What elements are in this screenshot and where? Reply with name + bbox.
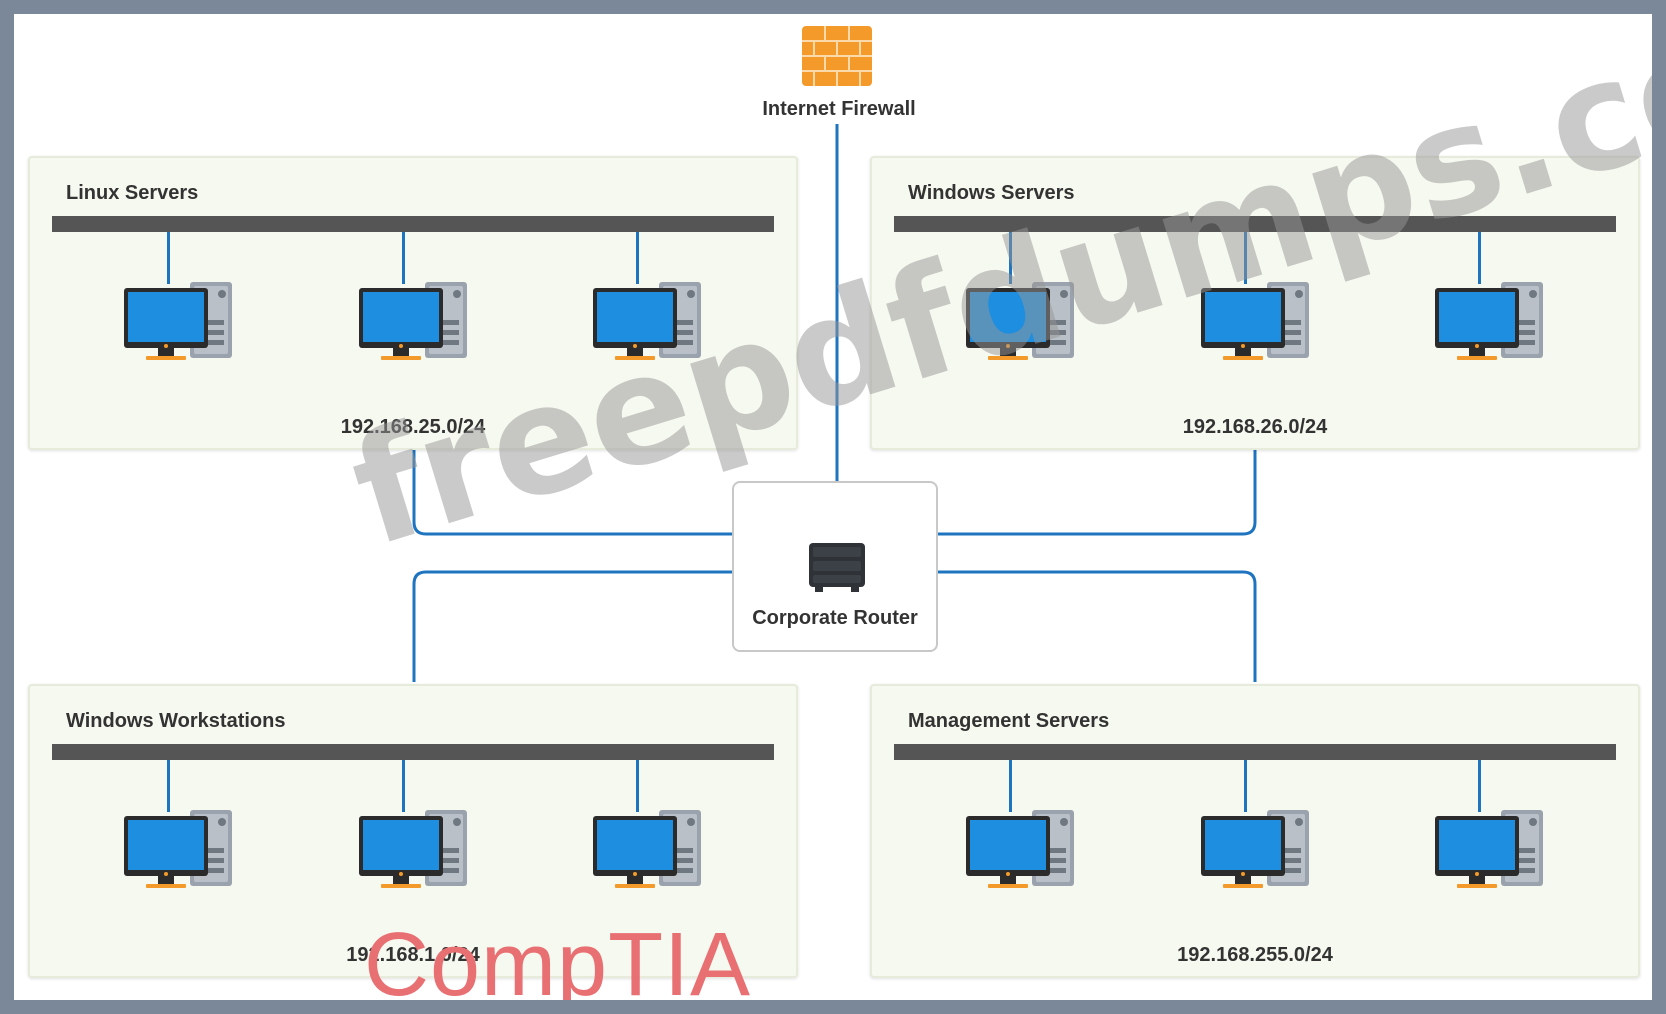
link-linux-router — [412, 439, 794, 536]
host-link — [167, 760, 170, 812]
segment-subnet: 192.168.26.0/24 — [1182, 416, 1328, 438]
host-link — [1478, 760, 1481, 812]
desktop-computer-icon — [124, 280, 244, 364]
desktop-computer-icon — [593, 280, 713, 364]
host-link — [1244, 232, 1247, 284]
host-link — [1009, 760, 1012, 812]
link-management-router — [884, 570, 1257, 682]
network-bus — [894, 744, 1616, 760]
host-link — [1478, 232, 1481, 284]
desktop-computer-icon — [1435, 280, 1555, 364]
host-link — [636, 232, 639, 284]
desktop-computer-icon — [359, 808, 479, 892]
segment-title: Management Servers — [908, 710, 1110, 732]
desktop-computer-icon — [1201, 808, 1321, 892]
segment-title: Windows Workstations — [66, 710, 286, 732]
brick-wall-icon — [802, 26, 872, 86]
router-icon — [809, 543, 865, 592]
segment-linux-servers: Linux Servers 192.168.25.0/24 — [28, 156, 798, 450]
host-link — [636, 760, 639, 812]
firewall-label: Internet Firewall — [762, 98, 916, 120]
segment-windows-workstations: Windows Workstations 192.168.1.0/24 — [28, 684, 798, 978]
network-diagram: Internet Firewall Linux Servers 192.168.… — [14, 14, 1652, 1000]
desktop-computer-icon — [124, 808, 244, 892]
desktop-computer-icon — [966, 280, 1086, 364]
host-link — [1009, 232, 1012, 284]
desktop-computer-icon — [1201, 280, 1321, 364]
network-bus — [52, 216, 774, 232]
segment-windows-servers: Windows Servers 192.168.26.0/24 — [870, 156, 1640, 450]
desktop-computer-icon — [1435, 808, 1555, 892]
desktop-computer-icon — [359, 280, 479, 364]
link-winservers-router — [884, 439, 1257, 536]
segment-management-servers: Management Servers 192.168.255.0/24 — [870, 684, 1640, 978]
segment-subnet: 192.168.255.0/24 — [1177, 944, 1333, 966]
host-link — [402, 232, 405, 284]
segment-subnet: 192.168.25.0/24 — [340, 416, 486, 438]
host-link — [167, 232, 170, 284]
desktop-computer-icon — [593, 808, 713, 892]
router-node: Corporate Router — [732, 481, 938, 652]
segment-title: Windows Servers — [908, 182, 1075, 204]
segment-title: Linux Servers — [66, 182, 199, 204]
network-bus — [894, 216, 1616, 232]
host-link — [1244, 760, 1247, 812]
router-label: Corporate Router — [752, 607, 918, 629]
link-workstations-router — [412, 570, 794, 682]
desktop-computer-icon — [966, 808, 1086, 892]
host-link — [402, 760, 405, 812]
network-bus — [52, 744, 774, 760]
segment-subnet: 192.168.1.0/24 — [346, 944, 480, 966]
